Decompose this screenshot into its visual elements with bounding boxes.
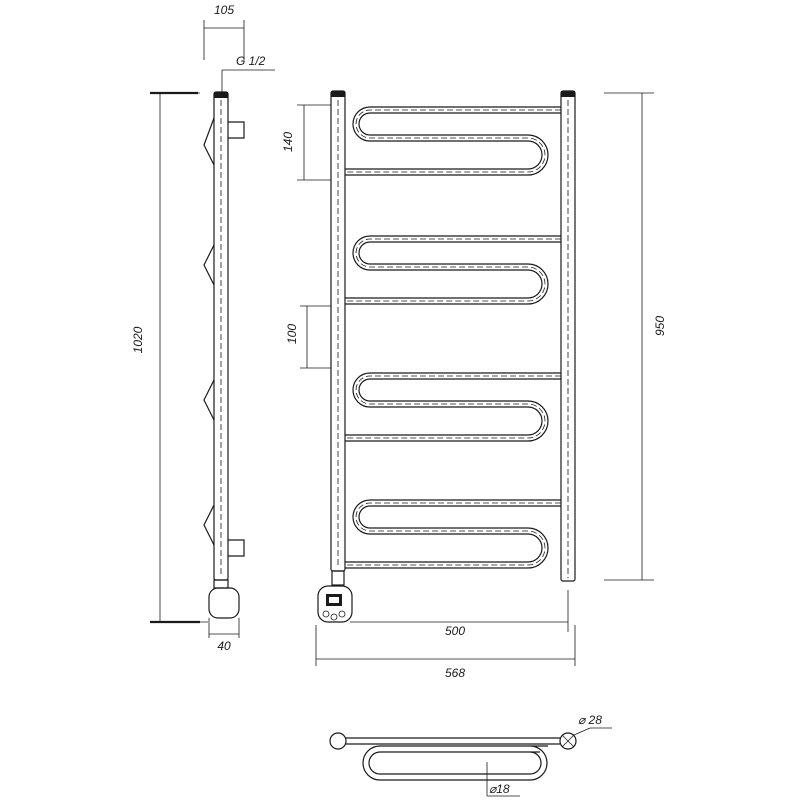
dim-40-label: 40 bbox=[217, 639, 231, 653]
tube-inner bbox=[345, 378, 561, 442]
tube-inner bbox=[345, 112, 561, 176]
side-tube-3 bbox=[203, 379, 215, 421]
side-tube-4 bbox=[203, 504, 215, 546]
top-loop-inner bbox=[368, 751, 542, 775]
dia28-label: ⌀ 28 bbox=[578, 713, 602, 727]
side-tube-2 bbox=[203, 244, 215, 286]
tube-axis bbox=[345, 375, 561, 439]
heater-controller bbox=[317, 585, 353, 623]
dim-100-label: 100 bbox=[285, 324, 299, 344]
bracket-bottom bbox=[228, 539, 245, 557]
tube-outer bbox=[345, 372, 561, 436]
dim-568-label: 568 bbox=[445, 666, 465, 680]
controller-button-3 bbox=[338, 610, 346, 618]
left-collector-cap bbox=[331, 91, 345, 97]
tube-axis bbox=[345, 109, 561, 173]
tube-outer bbox=[345, 106, 561, 170]
side-heater-neck bbox=[213, 579, 229, 589]
controller-button-2 bbox=[330, 613, 338, 621]
dim-500-label: 500 bbox=[445, 624, 465, 638]
side-collector-cap bbox=[214, 92, 228, 98]
dia18-label: ⌀18 bbox=[489, 782, 510, 796]
serpentine-group-3 bbox=[345, 372, 561, 442]
right-collector-cap bbox=[561, 91, 575, 97]
top-left-collector bbox=[329, 732, 347, 750]
serpentine-group-4 bbox=[345, 499, 561, 569]
top-right-collector bbox=[559, 732, 577, 750]
bracket-top bbox=[228, 121, 245, 139]
dim-1020-label: 1020 bbox=[131, 326, 145, 353]
dim-950-label: 950 bbox=[653, 316, 667, 336]
tube-axis bbox=[345, 502, 561, 566]
top-loop-outer bbox=[362, 745, 548, 781]
front-view: 140 100 950 500 568 bbox=[281, 90, 667, 680]
tube-outer bbox=[345, 499, 561, 563]
top-right-cross-b bbox=[561, 734, 575, 748]
heater-neck bbox=[331, 570, 345, 586]
tube-inner bbox=[345, 241, 561, 305]
controller-display-window bbox=[329, 597, 339, 603]
thread-label: G 1/2 bbox=[236, 54, 266, 68]
top-view: ⌀ 28 ⌀18 bbox=[329, 713, 612, 797]
serpentine-group-2 bbox=[345, 235, 561, 305]
serpentine-group-1 bbox=[345, 106, 561, 176]
dia28-leader bbox=[573, 727, 591, 736]
tube-axis bbox=[345, 238, 561, 302]
side-view: 105 G 1/2 1020 40 bbox=[131, 3, 275, 653]
dim-140-label: 140 bbox=[281, 132, 295, 152]
side-heater-body bbox=[208, 587, 240, 619]
side-tube-1 bbox=[203, 117, 215, 166]
tube-inner bbox=[345, 505, 561, 569]
tube-outer bbox=[345, 235, 561, 299]
controller-button-1 bbox=[322, 610, 330, 618]
dim-105-label: 105 bbox=[214, 3, 234, 17]
